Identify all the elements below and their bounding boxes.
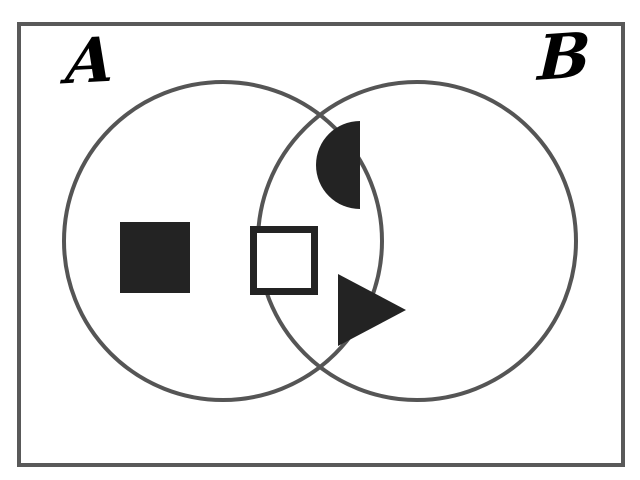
set-a-label: A [64,22,117,99]
set-b-label: B [536,18,592,95]
set-a-circle [62,80,384,402]
filled-half-disc-shape [316,121,360,209]
universal-set-rectangle [17,22,625,467]
outlined-square-shape [250,226,318,295]
filled-triangle-shape [338,274,406,346]
filled-square-shape [120,222,190,293]
